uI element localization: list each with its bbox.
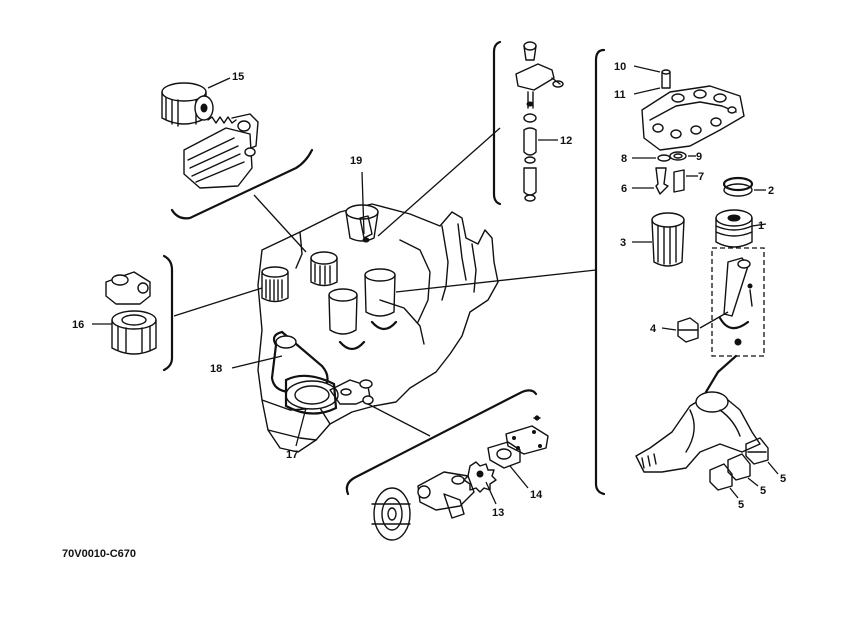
bracket-15 <box>170 148 314 220</box>
callout-9: 9 <box>696 151 702 163</box>
callout-13: 13 <box>492 507 504 519</box>
bracket-16 <box>162 254 174 372</box>
callout-7: 7 <box>698 171 704 183</box>
fuel-filter-assembly-16 <box>92 271 157 355</box>
bracket-bottom <box>345 389 538 496</box>
callout-14: 14 <box>530 489 543 501</box>
valve-parts-6-9 <box>632 151 698 195</box>
main-bearings-5 <box>709 437 779 499</box>
injector-assembly-12 <box>515 41 564 202</box>
figure-code: 70V0010-C670 <box>62 548 136 560</box>
callout-16: 16 <box>72 319 84 331</box>
callout-4: 4 <box>650 323 657 335</box>
callout-5b: 5 <box>760 485 766 497</box>
callout-11: 11 <box>614 89 626 101</box>
callout-8: 8 <box>621 153 627 165</box>
leader-19 <box>361 171 365 235</box>
callout-19: 19 <box>350 155 362 167</box>
callout-17: 17 <box>286 449 298 461</box>
leader-18 <box>231 355 283 369</box>
callout-3: 3 <box>620 237 626 249</box>
callout-2: 2 <box>768 185 774 197</box>
bracket-12 <box>492 40 502 206</box>
engine-block <box>257 203 499 453</box>
fan-belt-assembly <box>270 330 374 415</box>
crankshaft <box>635 370 761 473</box>
water-pump-assembly <box>371 415 549 541</box>
cylinder-liner-3 <box>632 212 685 267</box>
callout-5a: 5 <box>780 473 786 485</box>
leader-17 <box>295 407 307 447</box>
oil-filter-assembly-15 <box>161 77 259 189</box>
leader-16-engine <box>173 287 263 317</box>
bearing-4 <box>661 311 729 343</box>
leader-15-engine <box>253 194 307 253</box>
callout-6: 6 <box>621 183 627 195</box>
leader-right-engine <box>395 269 597 293</box>
leader-bottom-engine <box>367 403 431 437</box>
callout-15: 15 <box>232 71 244 83</box>
callout-1: 1 <box>758 220 764 232</box>
callout-10: 10 <box>614 61 626 73</box>
injector-in-head <box>359 215 373 243</box>
connecting-rod-group <box>711 247 765 374</box>
cylinder-head-10-11 <box>633 65 745 151</box>
callout-18: 18 <box>210 363 222 375</box>
leader-12-engine <box>377 127 501 237</box>
bracket-right-group <box>594 48 606 496</box>
piston-rings-2 <box>722 176 766 197</box>
callout-5c: 5 <box>738 499 744 511</box>
callout-12: 12 <box>560 135 572 147</box>
piston-1 <box>715 209 767 248</box>
